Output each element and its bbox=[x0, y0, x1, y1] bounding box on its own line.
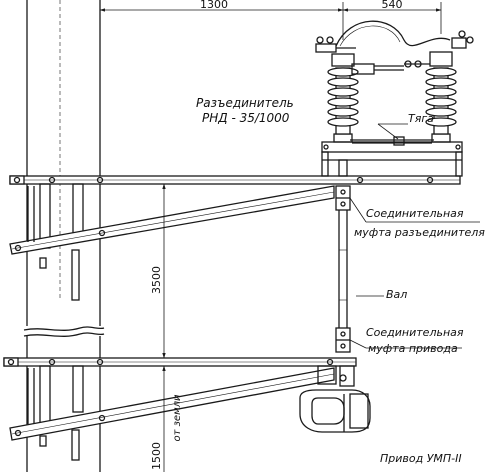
leader-lines bbox=[349, 123, 480, 349]
label-coupling-drive-2: муфта привода bbox=[368, 342, 458, 355]
drive-coupling bbox=[335, 327, 351, 353]
label-coupling-disconnector-1: Соединительная bbox=[366, 207, 464, 220]
label-from-ground: от земли bbox=[172, 394, 183, 442]
right-insulator bbox=[404, 30, 474, 143]
pole bbox=[23, 0, 105, 472]
disconnector-coupling bbox=[335, 159, 351, 211]
upper-bracket bbox=[9, 175, 461, 301]
dim-vertical-mid: 3500 bbox=[150, 266, 163, 294]
label-drive: Привод УМП-II bbox=[380, 452, 462, 465]
label-rod: Тяга bbox=[408, 112, 434, 125]
dim-horizontal-left: 1300 bbox=[200, 0, 228, 11]
blade bbox=[374, 65, 404, 71]
label-coupling-disconnector-2: муфта разъединителя bbox=[354, 226, 485, 239]
label-shaft: Вал bbox=[386, 288, 407, 301]
shaft bbox=[338, 210, 348, 328]
lower-bracket bbox=[3, 357, 357, 461]
label-coupling-drive-1: Соединительная bbox=[366, 326, 464, 339]
dimension-lines bbox=[99, 2, 442, 472]
disconnector-frame bbox=[321, 141, 463, 177]
rod bbox=[350, 123, 434, 146]
flexible-connection bbox=[335, 20, 451, 47]
dim-vertical-bottom: 1500 bbox=[150, 442, 163, 470]
dim-horizontal-right: 540 bbox=[382, 0, 403, 11]
drive-unit bbox=[299, 365, 371, 433]
label-disconnector-model: РНД - 35/1000 bbox=[202, 111, 290, 125]
label-disconnector: Разъединитель bbox=[196, 96, 294, 110]
left-insulator bbox=[315, 36, 375, 143]
